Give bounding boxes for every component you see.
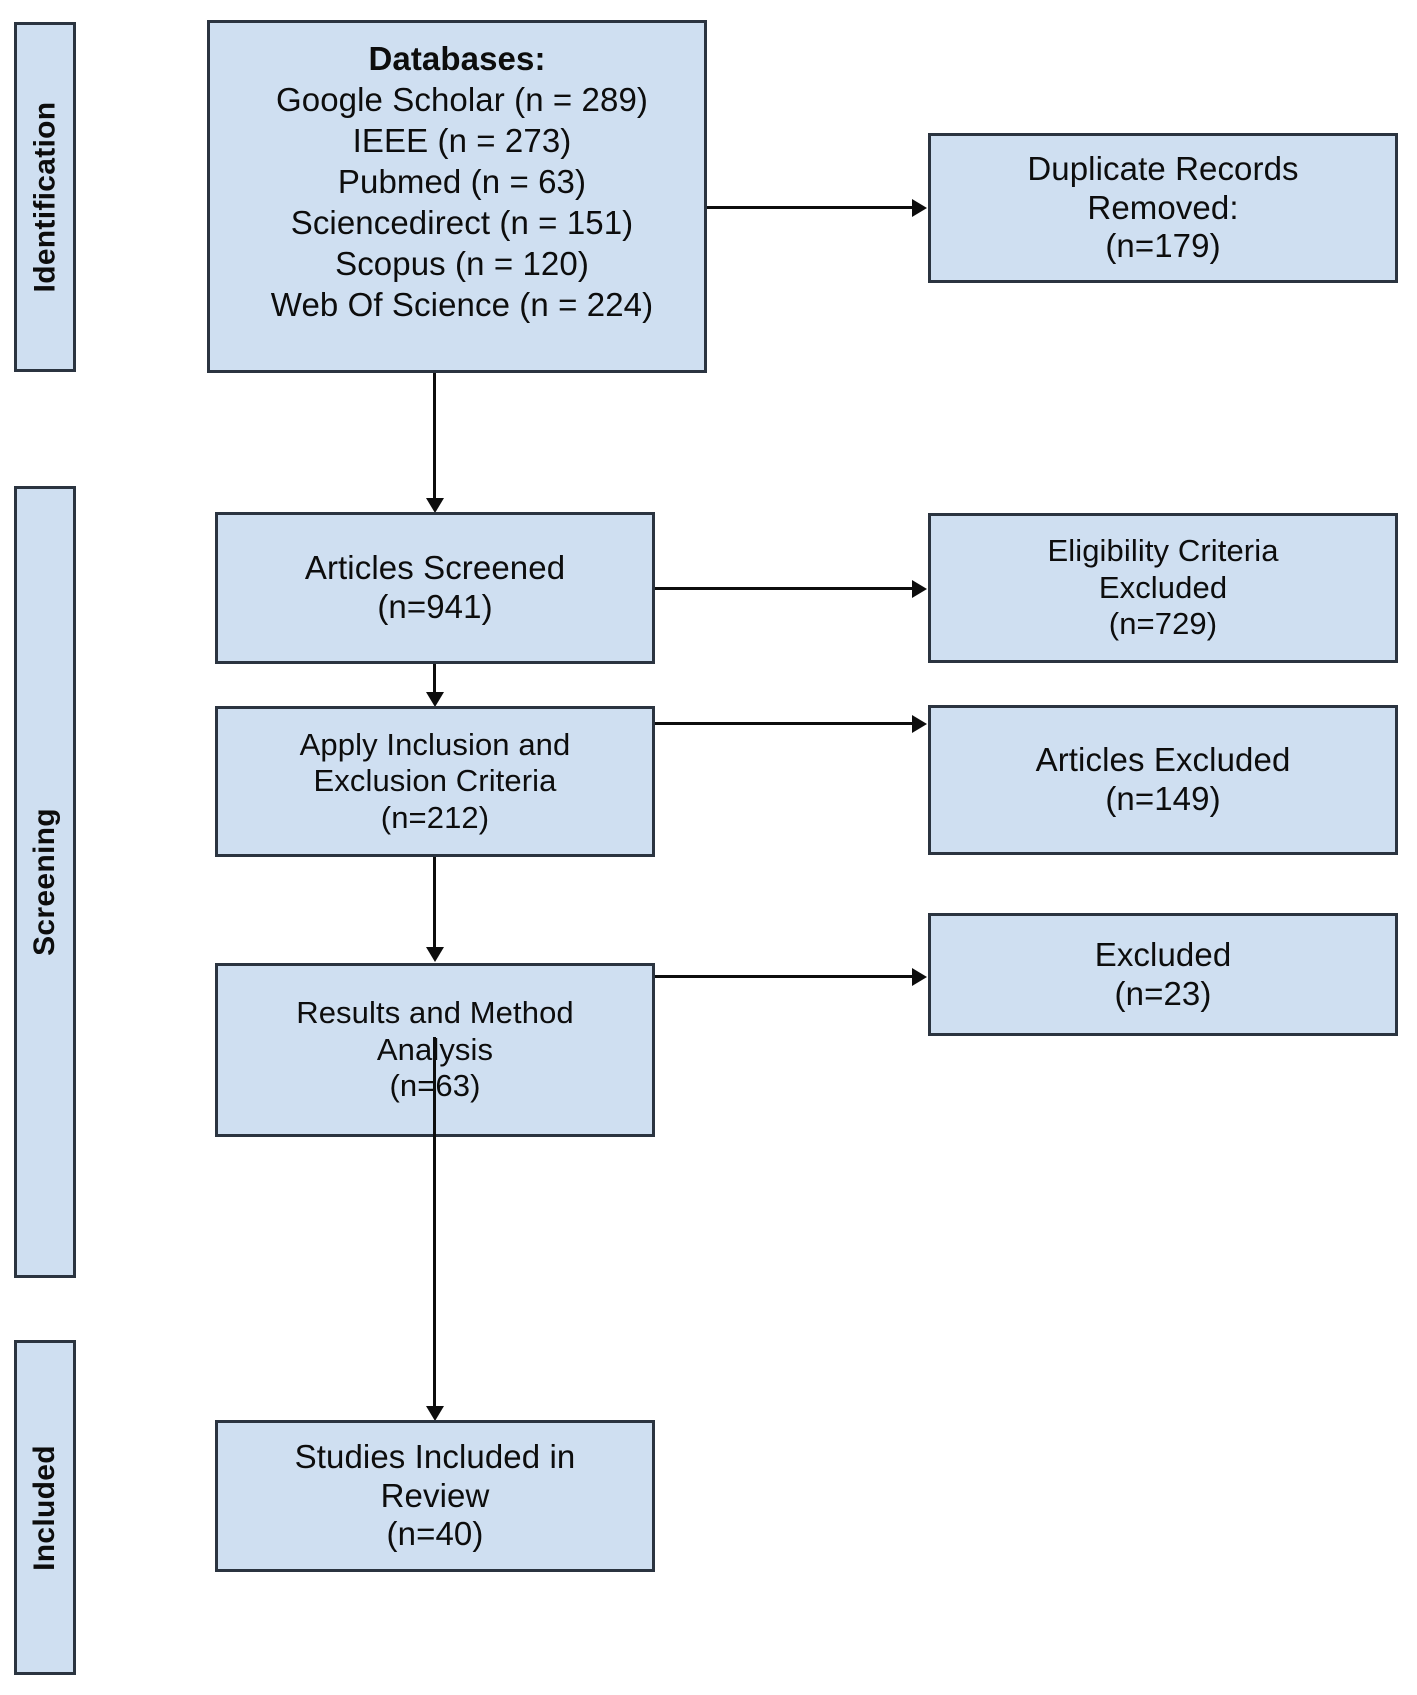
arrowhead-databases-to-duplicates [912, 199, 927, 217]
eligibility-excluded-line2: Excluded [1098, 569, 1228, 605]
apply-criteria-line1: Apply Inclusion and [299, 726, 571, 762]
articles-screened-count: (n=941) [377, 588, 493, 625]
connector-databases-to-screened [433, 373, 436, 498]
duplicate-records-line1: Duplicate Records [1027, 149, 1299, 187]
stage-label-screening: Screening [14, 486, 76, 1278]
studies-included-line1: Studies Included in [294, 1437, 576, 1475]
eligibility-criteria-excluded-box: Eligibility Criteria Excluded (n=729) [928, 513, 1398, 663]
results-analysis-line1: Results and Method [296, 995, 574, 1031]
articles-excluded-count: (n=149) [1105, 780, 1221, 817]
arrowhead-apply-criteria-to-articles-excluded [912, 715, 927, 733]
duplicate-records-count: (n=179) [1105, 227, 1221, 265]
connector-results-to-excluded [655, 975, 912, 978]
database-source-web-of-science: Web Of Science (n = 224) [270, 285, 654, 323]
databases-title: Databases: [368, 40, 546, 77]
connector-apply-criteria-to-articles-excluded [655, 722, 912, 725]
database-source-google-scholar: Google Scholar (n = 289) [275, 80, 649, 118]
excluded-box: Excluded (n=23) [928, 913, 1398, 1036]
apply-criteria-count: (n=212) [380, 799, 490, 835]
stage-label-included: Included [14, 1340, 76, 1675]
excluded-label: Excluded [1094, 935, 1232, 973]
duplicate-records-line2: Removed: [1087, 188, 1239, 226]
arrowhead-screened-to-apply-criteria [426, 692, 444, 707]
database-source-ieee: IEEE (n = 273) [352, 121, 572, 159]
studies-included-line2: Review [380, 1476, 490, 1514]
articles-excluded-box: Articles Excluded (n=149) [928, 705, 1398, 855]
arrowhead-databases-to-screened [426, 498, 444, 513]
articles-excluded-label: Articles Excluded [1035, 741, 1291, 779]
studies-included-in-review-box: Studies Included in Review (n=40) [215, 1420, 655, 1572]
apply-criteria-box: Apply Inclusion and Exclusion Criteria (… [215, 706, 655, 857]
articles-screened-box: Articles Screened (n=941) [215, 512, 655, 664]
connector-screened-to-eligibility [655, 587, 912, 590]
database-source-sciencedirect: Sciencedirect (n = 151) [290, 203, 634, 241]
arrowhead-apply-criteria-to-results [426, 947, 444, 962]
articles-screened-label: Articles Screened [304, 549, 566, 587]
stage-label-identification: Identification [14, 22, 76, 372]
excluded-count: (n=23) [1114, 974, 1212, 1012]
arrowhead-results-to-studies-included [426, 1406, 444, 1421]
arrowhead-screened-to-eligibility [912, 580, 927, 598]
databases-box: Databases: Google Scholar (n = 289) IEEE… [207, 20, 707, 373]
connector-screened-to-apply-criteria [433, 664, 436, 692]
connector-databases-to-duplicates [707, 206, 912, 209]
connector-apply-criteria-to-results [433, 857, 436, 947]
connector-results-to-studies-included [433, 1037, 436, 1406]
eligibility-excluded-line1: Eligibility Criteria [1047, 533, 1279, 569]
duplicate-records-removed-box: Duplicate Records Removed: (n=179) [928, 133, 1398, 283]
arrowhead-results-to-excluded [912, 968, 927, 986]
database-source-pubmed: Pubmed (n = 63) [337, 162, 587, 200]
stage-label-screening-text: Screening [28, 808, 61, 956]
stage-label-included-text: Included [28, 1444, 61, 1571]
apply-criteria-line2: Exclusion Criteria [313, 763, 557, 799]
eligibility-excluded-count: (n=729) [1108, 606, 1218, 642]
database-source-scopus: Scopus (n = 120) [335, 244, 589, 282]
stage-label-identification-text: Identification [28, 101, 61, 293]
studies-included-count: (n=40) [386, 1515, 484, 1553]
